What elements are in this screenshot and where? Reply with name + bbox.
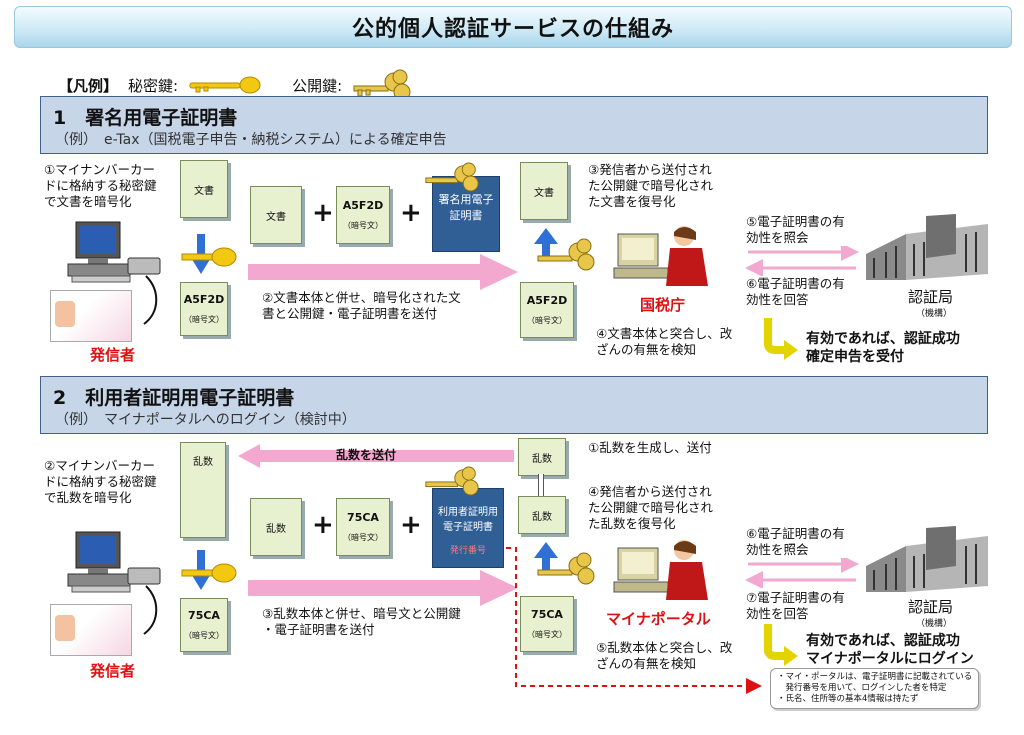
s1-authority-label: 認証局 — [908, 288, 954, 306]
s2-step3-text: ③乱数本体と併せ、暗号文と公開鍵・電子証明書を送付 — [262, 606, 461, 637]
s1-step4-text: ④文書本体と突合し、改ざんの有無を検知 — [596, 326, 733, 357]
s2-step4-text: ④発信者から送付された公開鍵で暗号化された乱数を復号化 — [588, 484, 714, 531]
s2-plus-1: + — [312, 510, 334, 540]
s2-authority-sub: （機構） — [916, 619, 953, 629]
s1-authority-sub: （機構） — [916, 309, 953, 319]
card-photo — [55, 301, 75, 327]
s1-plus-1: + — [312, 198, 334, 228]
s1-encrypt-arrow — [181, 234, 237, 274]
s2-mynumber-card — [50, 604, 132, 656]
s2-encrypt-arrow — [181, 550, 237, 590]
s1-result-arrow — [764, 318, 798, 360]
legend: 【凡例】 秘密鍵: 公開鍵: — [58, 68, 412, 102]
s2-doc-random-generated: 乱数 — [518, 438, 566, 476]
legend-label: 【凡例】 — [58, 76, 119, 95]
s1-authority-building-icon — [866, 214, 988, 280]
s2-step1-text: ①乱数を生成し、送付 — [588, 440, 712, 455]
s2-plus-2: + — [400, 510, 422, 540]
s2-send-random-label: 乱数を送付 — [336, 448, 397, 462]
s1-result-text: 有効であれば、認証成功確定申告を受付 — [806, 331, 960, 365]
s1-decrypt-arrow — [534, 228, 595, 271]
s1-doc-cipher-right: A5F2D（暗号文） — [520, 282, 574, 338]
s2-connector — [538, 474, 544, 496]
s2-serial-label: 発行番号 — [449, 546, 486, 556]
s2-doc-cipher-right: 75CA（暗号文） — [520, 596, 574, 652]
public-key-icon — [353, 69, 411, 101]
section2-header: 2 利用者証明用電子証明書 （例） マイナポータルへのログイン（検討中） — [40, 376, 988, 434]
s2-step2-text: ②マイナンバーカードに格納する秘密鍵で乱数を暗号化 — [44, 458, 157, 505]
s1-send-arrow — [248, 254, 518, 290]
s2-user-certificate: 利用者証明用電子証明書 発行番号 — [432, 488, 504, 568]
s2-step7-text: ⑦電子証明書の有効性を回答 — [746, 590, 845, 621]
s1-pkg-doc: 文書 — [250, 186, 302, 244]
s2-query-arrows — [745, 558, 859, 588]
s1-computer-icon — [67, 221, 161, 325]
s2-pkg-cipher: 75CA（暗号文） — [336, 498, 390, 556]
s1-doc-plain: 文書 — [180, 160, 228, 218]
s2-pkg-random: 乱数 — [250, 498, 302, 556]
s2-receiver-label: マイナポータル — [606, 610, 711, 628]
s2-authority-building-icon — [866, 526, 988, 592]
s1-step2-text: ②文書本体と併せ、暗号化された文書と公開鍵・電子証明書を送付 — [262, 290, 461, 321]
s1-mynumber-card — [50, 290, 132, 342]
s1-operator-icon — [613, 226, 708, 286]
s2-decrypt-arrow — [534, 542, 595, 585]
s1-pkg-cipher: A5F2D（暗号文） — [336, 186, 390, 244]
s1-step5-text: ⑤電子証明書の有効性を照会 — [746, 214, 845, 245]
s2-serial-dashed-arrow — [506, 547, 762, 694]
s2-doc-random-decrypted: 乱数 — [518, 496, 566, 534]
s2-random-send-arrow — [238, 444, 514, 468]
s1-public-key-icon — [425, 162, 479, 192]
s1-step6-text: ⑥電子証明書の有効性を回答 — [746, 276, 845, 307]
s2-send-arrow — [248, 570, 518, 606]
s2-result-arrow — [764, 624, 798, 666]
s1-step1-text: ①マイナンバーカードに格納する秘密鍵で文書を暗号化 — [44, 162, 157, 209]
s2-result-text: 有効であれば、認証成功マイナポータルにログイン — [806, 633, 974, 667]
s1-doc-cipher-left: A5F2D（暗号文） — [180, 282, 228, 336]
section1-header: 1 署名用電子証明書 （例） e-Tax（国税電子申告・納税システム）による確定… — [40, 96, 988, 154]
s1-doc-decrypted: 文書 — [520, 162, 568, 220]
s2-doc-random: 乱数 — [180, 442, 226, 538]
s2-authority-label: 認証局 — [908, 598, 954, 616]
s2-note-box: ・マイ・ポータルは、電子証明書に記載されている 発行番号を用いて、ログインした者… — [770, 668, 980, 709]
card-photo — [55, 615, 75, 641]
s1-plus-2: + — [400, 198, 422, 228]
section2-heading: 2 利用者証明用電子証明書 — [53, 387, 295, 409]
s2-step5-text: ⑤乱数本体と突合し、改ざんの有無を検知 — [596, 640, 733, 671]
section2-example: （例） マイナポータルへのログイン（検討中） — [55, 412, 356, 428]
s2-computer-icon — [67, 531, 161, 635]
s2-public-key-icon — [425, 466, 479, 496]
s1-query-arrows — [745, 246, 859, 276]
section1-example: （例） e-Tax（国税電子申告・納税システム）による確定申告 — [55, 132, 447, 148]
section1-heading: 1 署名用電子証明書 — [53, 107, 238, 129]
s2-sender-label: 発信者 — [90, 662, 136, 680]
s1-signing-certificate: 署名用電子証明書 — [432, 176, 500, 252]
page-title: 公的個人認証サービスの仕組み — [14, 6, 1012, 48]
secret-key-icon — [189, 76, 261, 94]
legend-public-label: 公開鍵: — [292, 76, 343, 95]
s2-operator-icon — [613, 540, 708, 600]
s1-sender-label: 発信者 — [90, 346, 136, 364]
s1-step3-text: ③発信者から送付された公開鍵で暗号化された文書を復号化 — [588, 162, 714, 209]
legend-secret-label: 秘密鍵: — [128, 76, 179, 95]
s1-receiver-label: 国税庁 — [640, 296, 686, 314]
s2-doc-cipher-left: 75CA（暗号文） — [180, 598, 228, 652]
s2-step6-text: ⑥電子証明書の有効性を照会 — [746, 526, 845, 557]
